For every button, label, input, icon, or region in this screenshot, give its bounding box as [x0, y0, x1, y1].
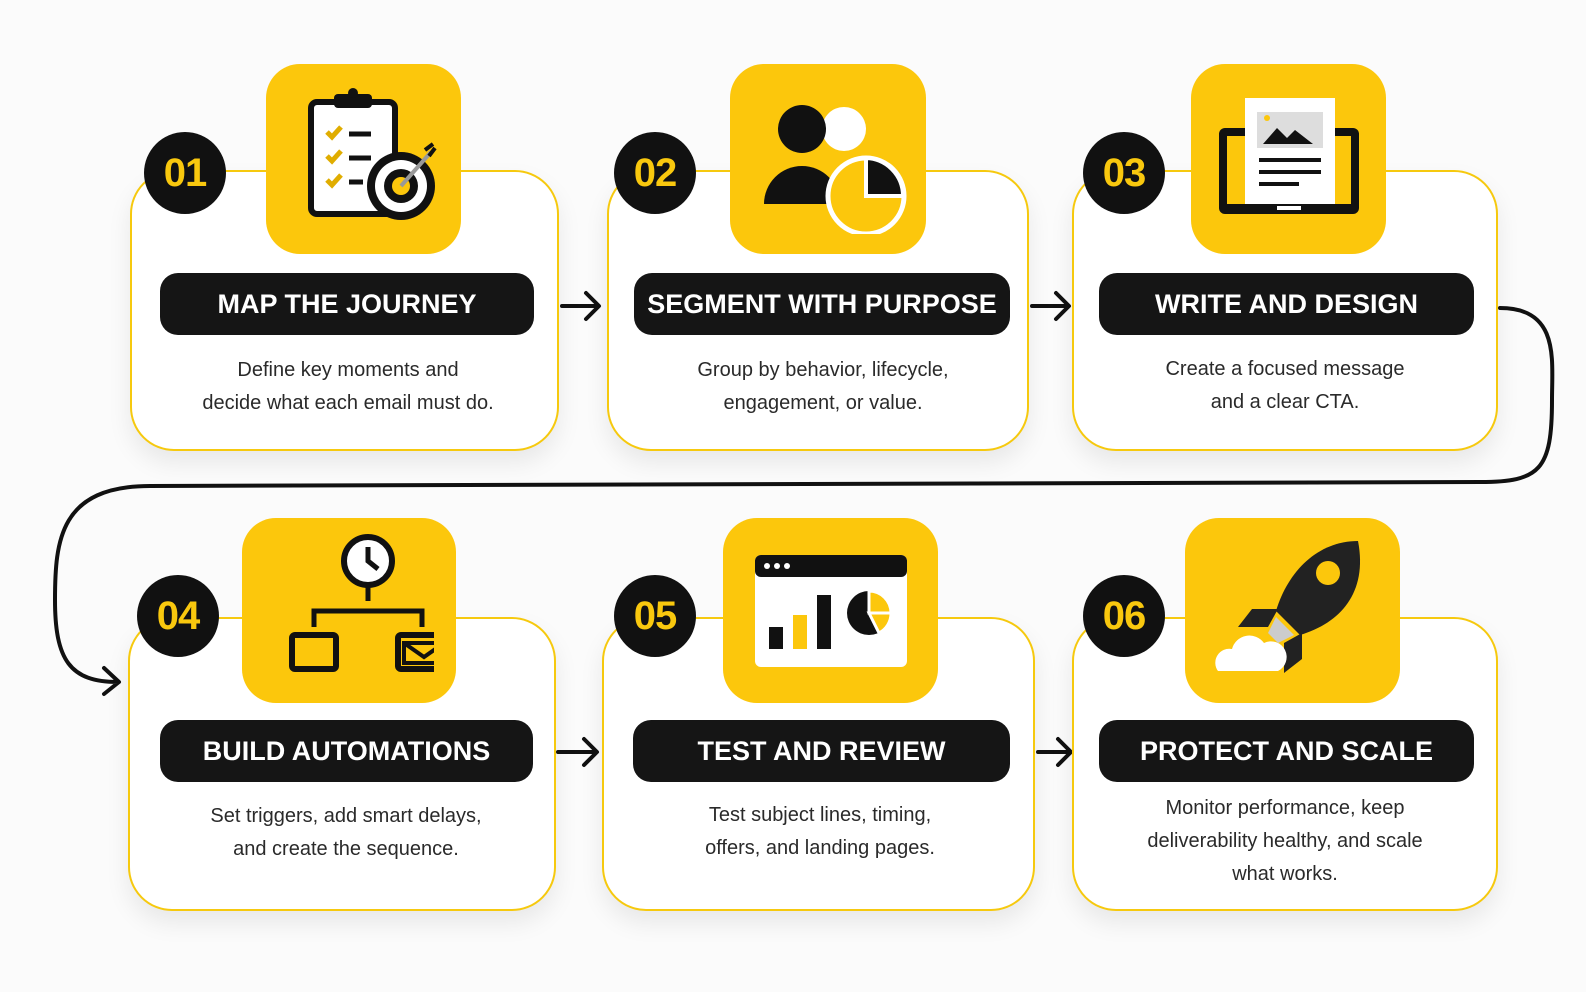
- desc-line: and create the sequence.: [233, 838, 459, 860]
- step-4-description: Set triggers, add smart delays, and creat…: [128, 800, 564, 866]
- arrow-1-2: [560, 291, 601, 321]
- desc-line: engagement, or value.: [723, 392, 923, 414]
- step-2-number-badge: 02: [614, 132, 696, 214]
- step-1-title: MAP THE JOURNEY: [160, 273, 534, 335]
- desc-line: Set triggers, add smart delays,: [210, 805, 482, 827]
- step-1-number-badge: 01: [144, 132, 226, 214]
- step-3-description: Create a focused message and a clear CTA.: [1072, 353, 1498, 419]
- desc-line: Define key moments and: [237, 359, 459, 381]
- desc-line: deliverability healthy, and scale: [1147, 830, 1423, 852]
- desc-line: what works.: [1232, 863, 1338, 885]
- workflow-clock-icon: [289, 533, 434, 672]
- step-4-title: BUILD AUTOMATIONS: [160, 720, 533, 782]
- step-2-description: Group by behavior, lifecycle, engagement,…: [607, 354, 1039, 420]
- arrow-2-3: [1030, 291, 1071, 321]
- analytics-dashboard-icon: [754, 554, 907, 667]
- step-3-number-badge: 03: [1083, 132, 1165, 214]
- desc-line: Create a focused message: [1165, 358, 1405, 380]
- desc-line: Group by behavior, lifecycle,: [697, 359, 949, 381]
- arrow-3-4-connector: [53, 306, 1555, 696]
- step-6-description: Monitor performance, keep deliverability …: [1072, 792, 1498, 891]
- step-1-description: Define key moments and decide what each e…: [130, 354, 566, 420]
- desc-line: Test subject lines, timing,: [708, 804, 932, 826]
- step-5-number-badge: 05: [614, 575, 696, 657]
- step-2-title: SEGMENT WITH PURPOSE: [634, 273, 1010, 335]
- step-6-icon-tile: [1185, 518, 1400, 703]
- step-5-description: Test subject lines, timing, offers, and l…: [602, 799, 1038, 865]
- email-layout-icon: [1218, 98, 1359, 214]
- audience-pie-icon: [764, 105, 907, 234]
- step-6-number-badge: 06: [1083, 575, 1165, 657]
- desc-line: decide what each email must do.: [202, 392, 494, 414]
- clipboard-target-icon: [307, 88, 437, 220]
- step-5-title: TEST AND REVIEW: [633, 720, 1010, 782]
- step-3-icon-tile: [1191, 64, 1386, 254]
- step-1-icon-tile: [266, 64, 461, 254]
- rocket-icon: [1214, 540, 1360, 673]
- desc-line: and a clear CTA.: [1210, 391, 1360, 413]
- step-2-icon-tile: [730, 64, 926, 254]
- arrow-5-6: [1036, 737, 1073, 767]
- arrow-4-5: [556, 737, 599, 767]
- step-4-number-badge: 04: [137, 575, 219, 657]
- step-5-icon-tile: [723, 518, 938, 703]
- desc-line: offers, and landing pages.: [705, 837, 935, 859]
- step-6-title: PROTECT AND SCALE: [1099, 720, 1474, 782]
- step-3-title: WRITE AND DESIGN: [1099, 273, 1474, 335]
- step-4-icon-tile: [242, 518, 456, 703]
- desc-line: Monitor performance, keep: [1165, 797, 1405, 819]
